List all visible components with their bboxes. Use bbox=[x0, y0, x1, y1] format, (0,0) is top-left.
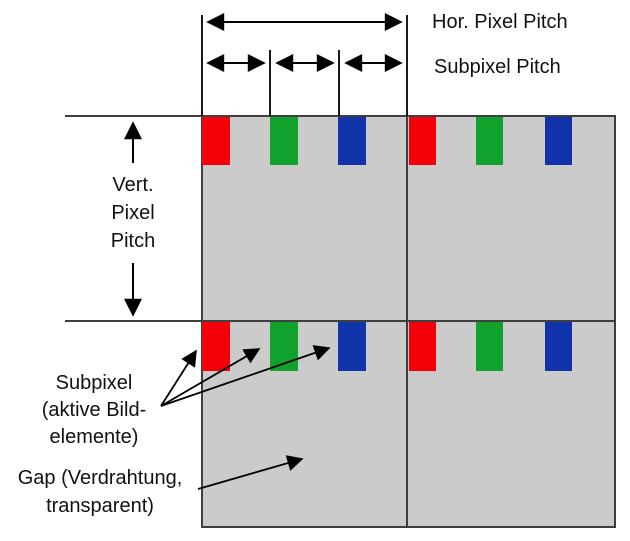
subpixel-red-r2c1 bbox=[202, 322, 230, 371]
vert-pixel-pitch-line-1: Vert. bbox=[112, 174, 154, 196]
subpixel-note-label: Subpixel (aktive Bild- elemente) bbox=[14, 370, 174, 451]
subpixel-note-line-3: elemente) bbox=[49, 426, 139, 448]
subpixel-red-r1c1 bbox=[202, 117, 230, 165]
gap-pointer-arrow bbox=[197, 455, 304, 490]
subpixel-note-line-2: (aktive Bild- bbox=[41, 399, 147, 421]
subpixel-note-line-1: Subpixel bbox=[55, 372, 133, 394]
subpixel-pointer-arrows bbox=[160, 345, 331, 407]
subpixel-green-r1c1 bbox=[270, 117, 298, 165]
subpixel-red-r1c2 bbox=[409, 117, 436, 165]
subpixel-blue-r1c2 bbox=[545, 117, 572, 165]
subpixel-green-r2c2 bbox=[476, 322, 503, 371]
subpixel-red-r2c2 bbox=[409, 322, 436, 371]
subpixel-blue-r2c1 bbox=[338, 322, 366, 371]
vert-pixel-pitch-line-2: Pixel bbox=[111, 202, 155, 224]
subpixel-pitch-label: Subpixel Pitch bbox=[434, 56, 561, 78]
gap-note-line-1: Gap (Verdrahtung, bbox=[17, 467, 183, 489]
subpixel-blue-r2c2 bbox=[545, 322, 572, 371]
hor-pixel-pitch-label: Hor. Pixel Pitch bbox=[432, 11, 568, 33]
subpixel-green-r1c2 bbox=[476, 117, 503, 165]
vert-pixel-pitch-label: Vert. Pixel Pitch bbox=[88, 171, 178, 255]
subpixel-blue-r1c1 bbox=[338, 117, 366, 165]
vert-pixel-pitch-line-3: Pitch bbox=[110, 230, 156, 252]
gap-note-label: Gap (Verdrahtung, transparent) bbox=[4, 464, 196, 520]
gap-note-line-2: transparent) bbox=[46, 495, 154, 517]
